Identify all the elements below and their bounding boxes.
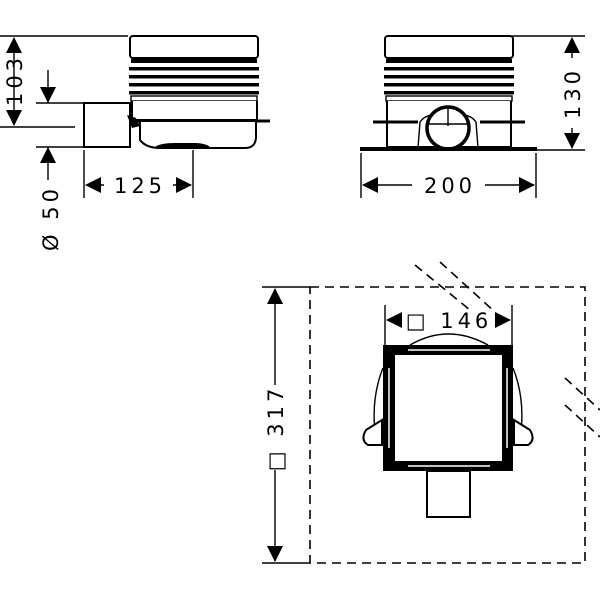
grate-opening (395, 355, 502, 461)
dimension-width-label: 200 (424, 174, 476, 198)
front-view: 130 200 (360, 35, 585, 198)
drain-ribs (384, 59, 514, 102)
installation-area-outline (309, 286, 586, 564)
wall-hint-line (564, 404, 600, 438)
side-view: 125 103 Ø 50 (0, 35, 270, 251)
dimension-installation-label: □ 317 (264, 385, 288, 472)
wall-hint-line (564, 377, 600, 411)
top-view: □ 317 □ 146 (262, 261, 600, 564)
wall-hint-line (414, 264, 471, 311)
dimension-grate-label: □ 146 (406, 309, 493, 333)
bowl-bottom (155, 143, 210, 147)
drain-top-cap (129, 35, 259, 59)
drain-top-cap (384, 35, 514, 59)
pipe-joint (127, 115, 140, 128)
drain-ribs (129, 59, 259, 102)
dimension-width-label: 125 (114, 174, 166, 198)
mounting-tab-left (362, 418, 383, 446)
top-dome (409, 333, 489, 346)
outlet-pipe (426, 470, 471, 518)
dimension-height-label: 103 (3, 54, 27, 106)
base-plate (360, 147, 537, 151)
dimension-diameter-label: Ø 50 (39, 185, 63, 251)
mounting-tab-right (513, 418, 534, 446)
drain-bowl (139, 122, 257, 149)
wall-hint-line (439, 261, 496, 313)
drain-body (131, 101, 258, 121)
outlet-pipe (83, 102, 131, 148)
dimension-height-label: 130 (561, 67, 585, 119)
